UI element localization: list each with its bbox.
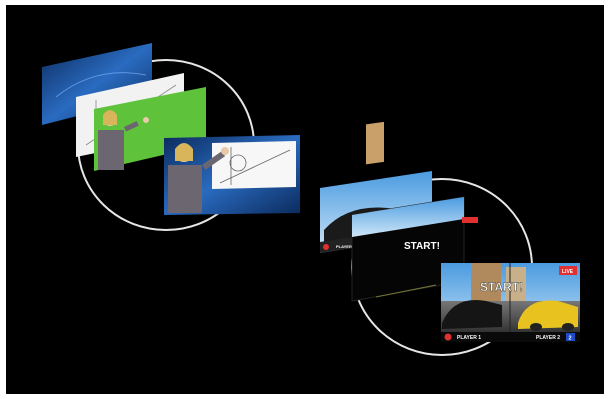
presenter-figure-front bbox=[168, 143, 229, 213]
presenter-layer-group bbox=[42, 43, 300, 231]
player2-label: PLAYER 2 bbox=[536, 335, 560, 341]
start-text-front: START! bbox=[480, 280, 523, 294]
player1-label: PLAYER 1 bbox=[457, 335, 481, 341]
start-text-middle: START! bbox=[404, 241, 440, 252]
stage: PLAYER START! START! LIVE PLAYER 1 PLAYE… bbox=[6, 5, 604, 394]
player2-score: 2 bbox=[569, 336, 572, 342]
game-layer-group: PLAYER START! START! LIVE PLAYER 1 PLAYE… bbox=[320, 121, 580, 356]
composite-illustration: PLAYER START! START! LIVE PLAYER 1 PLAYE… bbox=[42, 43, 580, 356]
presenter-figure-back bbox=[98, 110, 149, 170]
player-label-back: PLAYER bbox=[336, 244, 352, 249]
blue-background-layer bbox=[42, 43, 152, 125]
black-car bbox=[442, 299, 502, 329]
yellow-car bbox=[518, 300, 578, 329]
live-badge: LIVE bbox=[562, 269, 574, 275]
